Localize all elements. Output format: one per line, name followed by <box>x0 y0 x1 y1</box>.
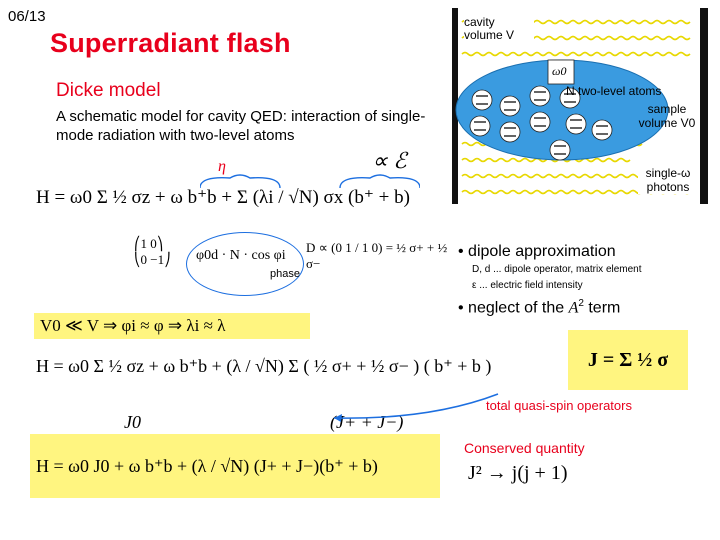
matrix-left: ⎛1 0⎞ ⎝0 −1⎠ <box>134 236 171 268</box>
proportional-label: ∝ ℰ <box>372 148 407 173</box>
two-level-atoms <box>469 59 613 161</box>
cavity-diagram <box>452 8 708 204</box>
cavity-label: cavity volume V <box>464 16 534 42</box>
hamiltonian-1: H = ω0 Σ ½ σz + ω b⁺b + Σ (λi / √N) σx (… <box>36 187 410 208</box>
phase-oval <box>186 232 304 296</box>
field-note: ε ... electric field intensity <box>472 280 583 291</box>
brace-overlays <box>200 174 420 189</box>
conserved-label: Conserved quantity <box>464 440 585 456</box>
slide-subtitle: Dicke model <box>56 80 161 101</box>
page-number: 06/13 <box>8 8 46 25</box>
neglect-term: A <box>568 299 579 317</box>
spin-formula: J = Σ ½ σ <box>568 330 688 390</box>
atoms-label: N two-level atoms <box>566 84 662 98</box>
matrix-row-2: ⎝0 −1⎠ <box>134 252 171 267</box>
approximation-condition: V0 ≪ V ⇒ φi ≈ φ ⇒ λi ≈ λ <box>34 313 310 339</box>
right-mirror <box>700 8 708 204</box>
hamiltonian-final: H = ω0 J0 + ω b⁺b + (λ / √N) (J+ + J−)(b… <box>30 434 440 498</box>
left-mirror <box>452 8 458 204</box>
sample-label: sample volume V0 <box>638 102 696 130</box>
slide-title: Superradiant flash <box>50 28 291 58</box>
omega-label: ω0 <box>552 64 567 78</box>
slide-description: A schematic model for cavity QED: intera… <box>56 108 426 144</box>
bullet-dipole: • dipole approximation <box>458 243 616 260</box>
bullet-dipole-text: dipole approximation <box>468 243 616 260</box>
hamiltonian-3: H = ω0 Σ ½ σz + ω b⁺b + (λ / √N) Σ ( ½ σ… <box>36 356 492 376</box>
dipole-note: D, d ... dipole operator, matrix element <box>472 264 642 275</box>
neglect-prefix: neglect of the <box>468 299 569 317</box>
dipole-matrix: D ∝ (0 1 / 1 0) = ½ σ+ + ½ σ− <box>306 240 448 271</box>
phase-terms: φ0d · N · cos φi <box>196 248 286 263</box>
phase-label: phase <box>270 268 300 280</box>
cavity-figure: cavity volume V ω0 N two-level atoms sam… <box>452 8 710 204</box>
atom-levels <box>474 91 608 155</box>
conserved-formula: J² → j(j + 1) <box>468 462 568 484</box>
neglect-suffix: term <box>583 299 621 317</box>
spin-label: total quasi-spin operators <box>486 398 632 413</box>
eta-label: η <box>218 158 226 175</box>
matrix-row-1: ⎛1 0⎞ <box>134 236 164 251</box>
j0-label: J0 <box>124 412 141 432</box>
bullet-neglect: • neglect of the A2 term <box>458 298 621 317</box>
photons-label: single-ω photons <box>638 166 698 194</box>
neglect-sup: 2 <box>578 298 584 309</box>
link-arrow <box>333 393 499 422</box>
omega-atom <box>547 59 575 85</box>
